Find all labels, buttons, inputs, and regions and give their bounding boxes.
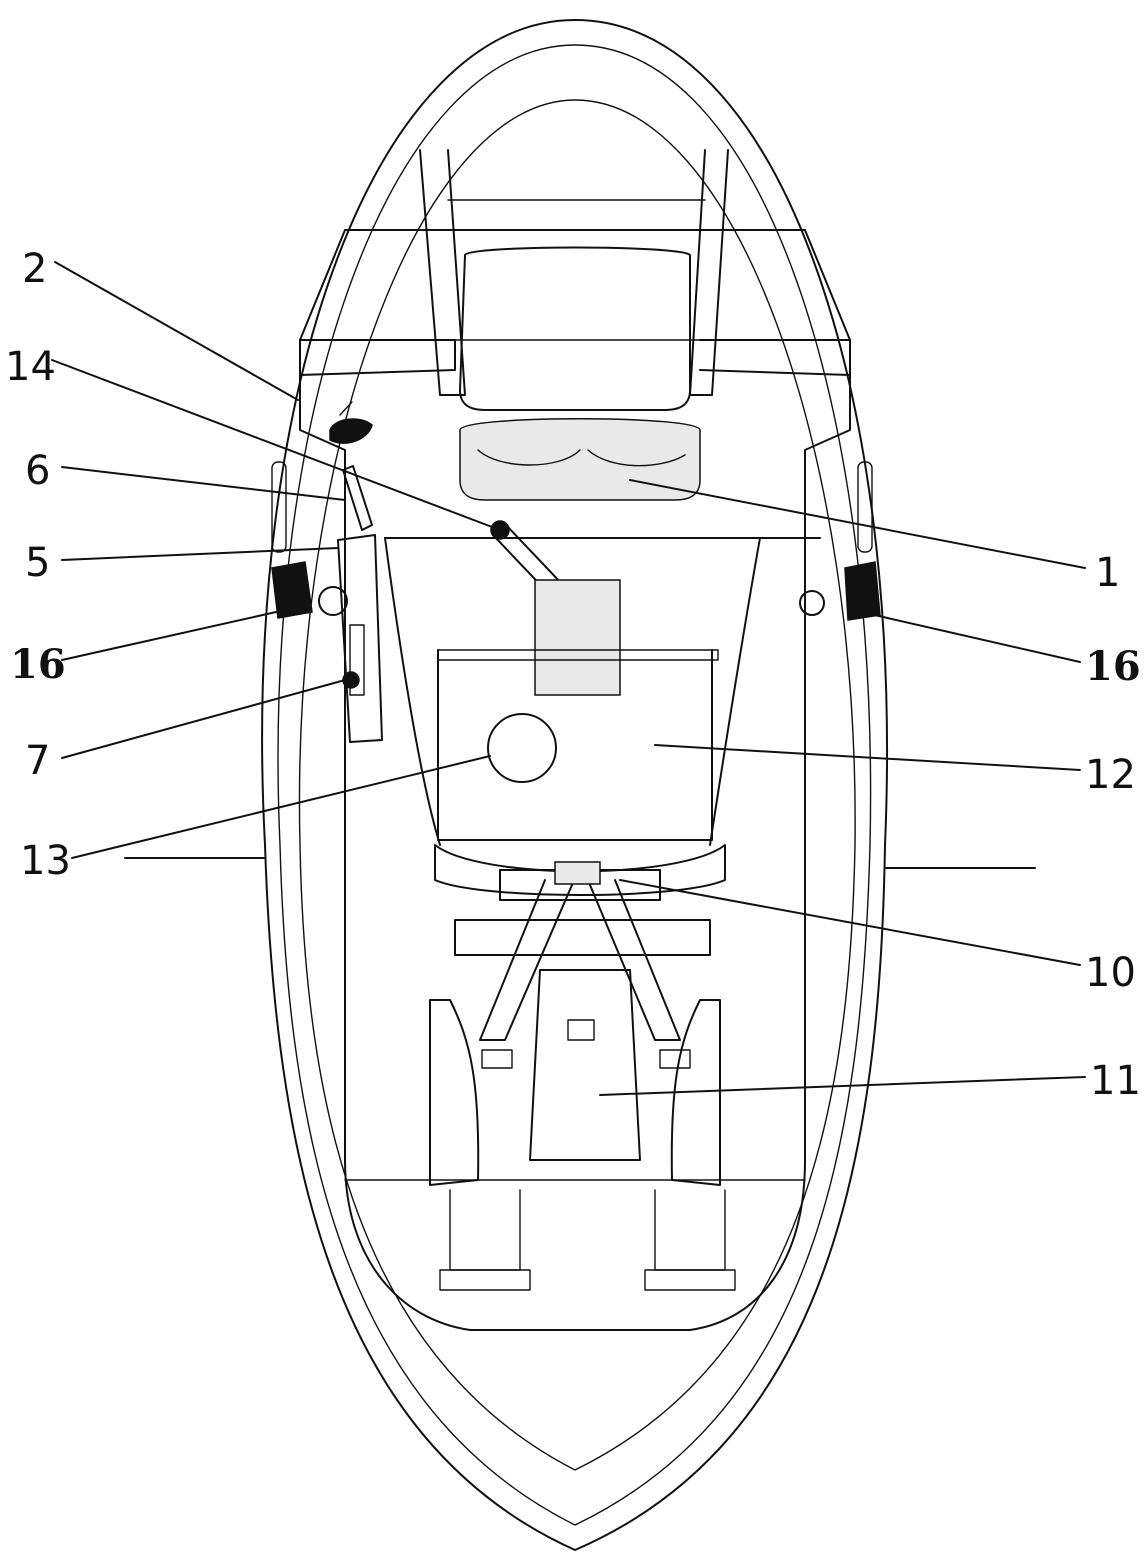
cockpit-tub [299,229,851,1331]
label-16-right: 16 [1085,643,1141,690]
control-stick [490,520,621,696]
label-11: 11 [1090,1058,1141,1104]
label-12: 12 [1085,752,1136,798]
release-knob [329,401,373,444]
side-ledges [124,857,1036,869]
seat-harness [434,844,726,1041]
rudder-pedal-left [271,461,348,619]
rudder-pedal-right [799,461,881,621]
instrument-panel [459,246,701,501]
fuselage-outline [261,19,889,1551]
label-13: 13 [20,838,71,884]
leader-lines [51,261,1086,1096]
trim-lever [337,465,383,743]
canopy-frame [299,149,851,396]
label-14: 14 [5,344,56,390]
heel-rests [344,1179,806,1291]
callout-labels: 2 14 6 5 16 7 13 1 16 12 10 11 [5,246,1141,1104]
backrest [429,969,721,1186]
label-1: 1 [1095,550,1120,596]
label-6: 6 [25,448,50,494]
label-2: 2 [22,246,47,292]
label-16-left: 16 [10,641,66,688]
seat-pan [384,537,821,846]
label-7: 7 [25,738,50,784]
label-5: 5 [25,540,50,586]
label-10: 10 [1085,950,1136,996]
